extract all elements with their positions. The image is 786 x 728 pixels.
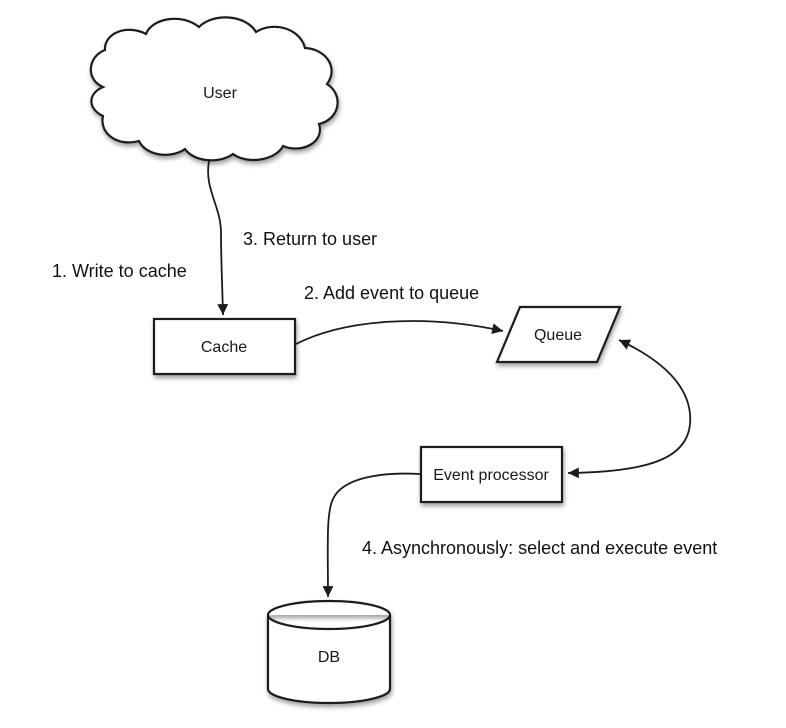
user-label: User — [203, 85, 237, 102]
queue-parallelogram-shape — [495, 305, 622, 364]
edge-label-step3: 3. Return to user — [243, 229, 377, 249]
edge-label-step2: 2. Add event to queue — [304, 283, 479, 303]
db-cylinder-shape — [266, 599, 392, 705]
user-cloud-shape — [89, 16, 339, 162]
edge-labels-layer: 1. Write to cache 3. Return to user 2. A… — [52, 229, 717, 558]
edges-layer — [207, 160, 692, 598]
edge-event-processor-to-db — [322, 472, 421, 598]
edge-user-to-cache — [207, 160, 229, 316]
node-user: User — [89, 16, 339, 162]
node-queue: Queue — [495, 305, 622, 364]
queue-label: Queue — [534, 327, 582, 344]
edge-label-step4: 4. Asynchronously: select and execute ev… — [362, 538, 717, 558]
cache-box-shape — [152, 317, 297, 376]
event-processor-label: Event processor — [433, 467, 549, 484]
cache-label: Cache — [201, 339, 247, 356]
node-cache: Cache — [152, 317, 297, 376]
edge-cache-to-queue — [295, 320, 504, 345]
node-db: DB — [266, 599, 392, 705]
db-label: DB — [318, 649, 340, 666]
event-processor-box-shape — [419, 445, 564, 504]
node-event-processor: Event processor — [419, 445, 564, 504]
edge-queue-event-processor — [567, 339, 692, 479]
edge-label-step1: 1. Write to cache — [52, 261, 187, 281]
